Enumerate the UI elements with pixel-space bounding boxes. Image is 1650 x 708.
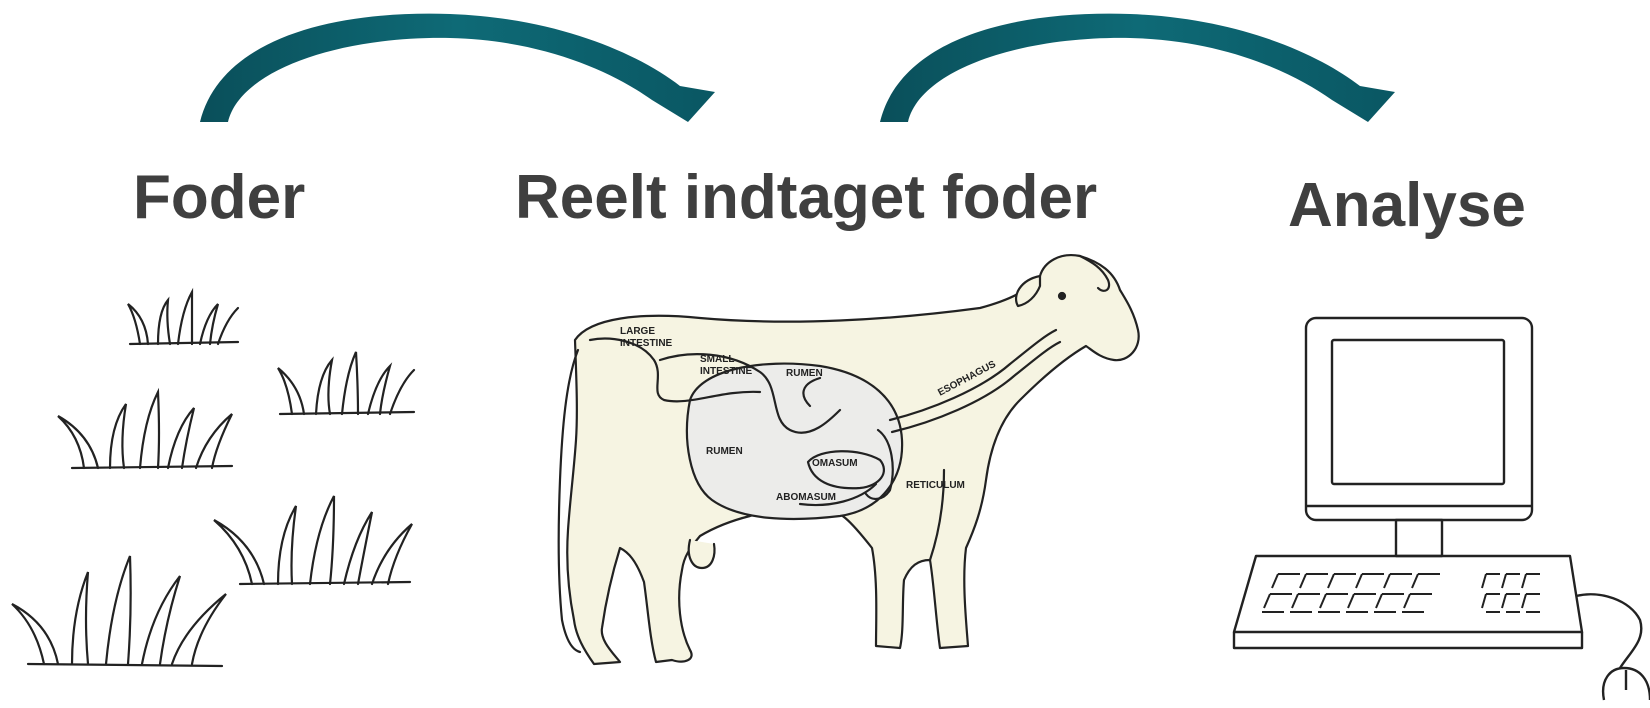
mouse-cable	[1576, 594, 1641, 668]
cow-eye	[1059, 293, 1065, 299]
step-title-foder: Foder	[133, 167, 305, 229]
grass-tuft-2	[278, 352, 414, 414]
label-large-intestine-1: LARGE	[620, 326, 655, 337]
label-small-intestine-1: SMALL	[700, 354, 734, 365]
cow-udder	[689, 540, 715, 568]
label-omasum: OMASUM	[812, 458, 858, 469]
cow-illustration: LARGE INTESTINE SMALL INTESTINE RUMEN RU…	[559, 255, 1139, 664]
grass-tuft-1	[128, 292, 238, 344]
step-title-analyse: Analyse	[1288, 175, 1526, 237]
computer-illustration	[1234, 318, 1650, 700]
grass-tuft-4	[214, 496, 412, 584]
label-rumen-top: RUMEN	[786, 368, 823, 379]
label-large-intestine-2: INTESTINE	[620, 338, 673, 349]
monitor-screen	[1332, 340, 1504, 484]
curved-arrow-1	[200, 14, 715, 122]
label-reticulum: RETICULUM	[906, 480, 965, 491]
grass-tuft-5	[12, 556, 226, 666]
grass-illustration	[12, 292, 414, 666]
keyboard-base	[1234, 632, 1582, 648]
label-abomasum: ABOMASUM	[776, 492, 836, 503]
keyboard-keys	[1262, 574, 1540, 612]
label-rumen-left: RUMEN	[706, 446, 743, 457]
monitor-frame	[1306, 318, 1532, 520]
grass-tuft-3	[58, 392, 232, 468]
monitor-stand	[1396, 520, 1442, 556]
label-small-intestine-2: INTESTINE	[700, 366, 753, 377]
curved-arrow-2	[880, 14, 1395, 122]
step-title-reelt-indtaget-foder: Reelt indtaget foder	[515, 167, 1097, 229]
